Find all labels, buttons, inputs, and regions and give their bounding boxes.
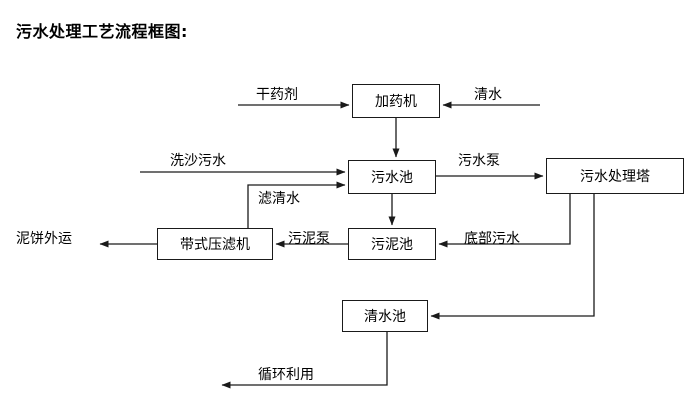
page-title: 污水处理工艺流程框图: xyxy=(16,22,188,41)
node-treatment-tower[interactable]: 污水处理塔 xyxy=(546,158,684,194)
edge-clear-water-pool-to-recycle xyxy=(221,332,388,389)
label-sand-wash-sewage: 洗沙污水 xyxy=(170,153,226,169)
label-sludge-pump: 污泥泵 xyxy=(288,231,330,247)
label-mud-cake-out: 泥饼外运 xyxy=(16,231,72,247)
node-sewage-pool[interactable]: 污水池 xyxy=(348,160,436,194)
node-label: 清水池 xyxy=(364,309,406,325)
label-clean-water: 清水 xyxy=(474,87,502,103)
node-label: 加药机 xyxy=(375,94,417,110)
label-bottom-sewage: 底部污水 xyxy=(464,231,520,247)
edge-filtered-water-to-sewage-pool xyxy=(247,181,346,228)
node-label: 污泥池 xyxy=(371,237,413,253)
edge-bottom-sewage-to-sludge-pool xyxy=(438,194,571,248)
node-label: 污水处理塔 xyxy=(580,169,650,185)
node-label: 污水池 xyxy=(371,170,413,186)
label-dry-chemical: 干药剂 xyxy=(256,87,298,103)
label-recycle-reuse: 循环利用 xyxy=(258,367,314,383)
node-dosing-machine[interactable]: 加药机 xyxy=(352,84,440,118)
edge-treatment-tower-to-clear-water-pool xyxy=(430,194,595,320)
label-filtered-water: 滤清水 xyxy=(258,191,300,207)
label-sewage-pump: 污水泵 xyxy=(458,153,500,169)
node-sludge-pool[interactable]: 污泥池 xyxy=(348,228,436,260)
node-label: 带式压滤机 xyxy=(180,237,250,253)
node-clear-water-pool[interactable]: 清水池 xyxy=(342,300,428,332)
node-belt-filter-press[interactable]: 带式压滤机 xyxy=(157,228,273,260)
